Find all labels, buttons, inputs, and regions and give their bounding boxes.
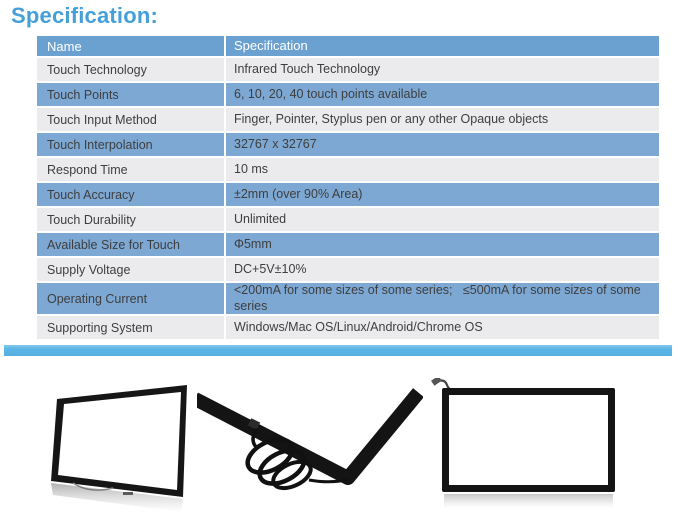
spec-name-cell: Available Size for Touch <box>37 233 224 256</box>
column-header-specification: Specification <box>226 36 659 56</box>
specification-table: Name Specification Touch Technology Infr… <box>37 36 659 341</box>
spec-name-cell: Touch Interpolation <box>37 133 224 156</box>
product-images-strip <box>0 376 680 512</box>
spec-value-cell: Φ5mm <box>226 233 659 256</box>
spec-name-cell: Touch Technology <box>37 58 224 81</box>
spec-value-cell: 6, 10, 20, 40 touch points available <box>226 83 659 106</box>
column-header-name: Name <box>37 36 224 56</box>
table-row: Touch Input Method Finger, Pointer, Styp… <box>37 108 659 131</box>
spec-name-cell: Touch Accuracy <box>37 183 224 206</box>
touch-frame-front-image <box>428 378 630 510</box>
spec-value-cell: Unlimited <box>226 208 659 231</box>
spec-value-cell: 10 ms <box>226 158 659 181</box>
spec-name-cell: Supply Voltage <box>37 258 224 281</box>
table-row: Supply Voltage DC+5V±10% <box>37 258 659 281</box>
table-row: Operating Current <200mA for some sizes … <box>37 283 659 315</box>
spec-name-cell: Respond Time <box>37 158 224 181</box>
section-divider-bar <box>4 345 672 356</box>
spec-name-cell: Supporting System <box>37 316 224 340</box>
spec-value-cell: Windows/Mac OS/Linux/Android/Chrome OS <box>226 316 659 340</box>
spec-name-cell: Touch Durability <box>37 208 224 231</box>
table-row: Touch Accuracy ±2mm (over 90% Area) <box>37 183 659 206</box>
spec-value-cell: 32767 x 32767 <box>226 133 659 156</box>
spec-name-cell: Touch Points <box>37 83 224 106</box>
table-row: Available Size for Touch Φ5mm <box>37 233 659 256</box>
spec-value-cell: DC+5V±10% <box>226 258 659 281</box>
spec-name-cell: Operating Current <box>37 283 224 315</box>
table-row: Respond Time 10 ms <box>37 158 659 181</box>
page-title: Specification: <box>11 3 159 28</box>
table-row: Touch Points 6, 10, 20, 40 touch points … <box>37 83 659 106</box>
touch-frame-corner-cable-image <box>197 382 423 510</box>
spec-value-cell: Finger, Pointer, Styplus pen or any othe… <box>226 108 659 131</box>
table-row: Supporting System Windows/Mac OS/Linux/A… <box>37 316 659 340</box>
table-row: Touch Interpolation 32767 x 32767 <box>37 133 659 156</box>
table-row: Touch Durability Unlimited <box>37 208 659 231</box>
table-row: Touch Technology Infrared Touch Technolo… <box>37 58 659 81</box>
spec-value-cell: Infrared Touch Technology <box>226 58 659 81</box>
table-header-row: Name Specification <box>37 36 659 56</box>
spec-value-cell: <200mA for some sizes of some series; ≤5… <box>226 283 659 315</box>
touch-frame-perspective-image <box>35 382 207 512</box>
spec-value-cell: ±2mm (over 90% Area) <box>226 183 659 206</box>
spec-name-cell: Touch Input Method <box>37 108 224 131</box>
